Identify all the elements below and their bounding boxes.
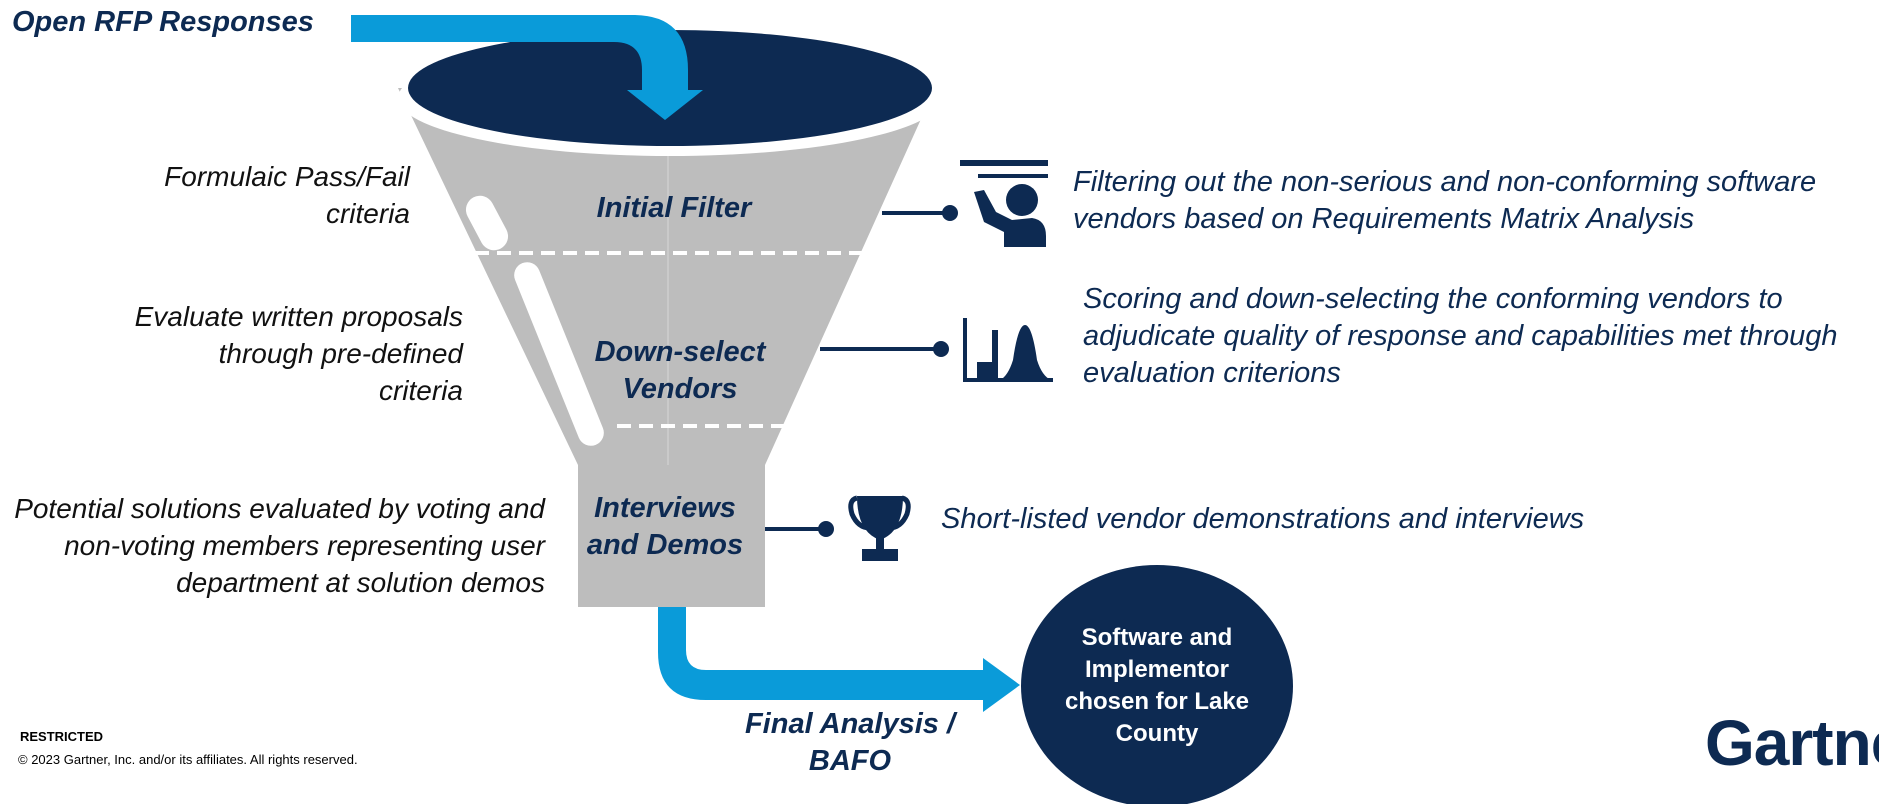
stage-initial-filter: Initial Filter xyxy=(596,192,752,224)
left-note-solution-demos: Potential solutions evaluated by voting … xyxy=(14,493,545,598)
connector-1 xyxy=(882,205,958,221)
funnel-highlight-top xyxy=(465,195,509,251)
footer-restricted: RESTRICTED xyxy=(20,729,104,744)
left-note-pass-fail: Formulaic Pass/Fail criteria xyxy=(164,161,410,229)
outgoing-arrow xyxy=(658,607,1020,712)
funnel-body xyxy=(398,88,935,607)
brand-logo: Gartner xyxy=(1705,706,1879,804)
distribution-chart-icon xyxy=(963,318,1053,382)
right-note-filtering: Filtering out the non-serious and non-co… xyxy=(1073,166,1817,235)
connector-2 xyxy=(820,341,949,357)
right-note-shortlisted: Short-listed vendor demonstrations and i… xyxy=(941,503,1585,535)
incoming-arrow xyxy=(351,15,703,120)
footer-copyright: © 2023 Gartner, Inc. and/or its affiliat… xyxy=(18,752,358,767)
right-note-scoring: Scoring and down-selecting the conformin… xyxy=(1083,283,1838,389)
stage-interviews-demos: Interviews and Demos xyxy=(586,492,744,561)
left-note-written-proposals: Evaluate written proposals through pre-d… xyxy=(134,301,463,406)
presenter-icon xyxy=(960,160,1048,247)
header-title: Open RFP Responses xyxy=(12,6,314,38)
brand-wordmark: Gartner xyxy=(1705,707,1879,779)
outcome-circle xyxy=(1021,565,1293,804)
final-analysis-label: Final Analysis / BAFO xyxy=(744,708,956,777)
funnel-highlight-mid xyxy=(514,262,604,446)
trophy-icon xyxy=(848,495,911,561)
stage-down-select-vendors: Down-select Vendors xyxy=(594,336,766,405)
outcome-text: Software and Implementor chosen for Lake… xyxy=(1064,624,1250,747)
connector-3 xyxy=(765,521,834,537)
